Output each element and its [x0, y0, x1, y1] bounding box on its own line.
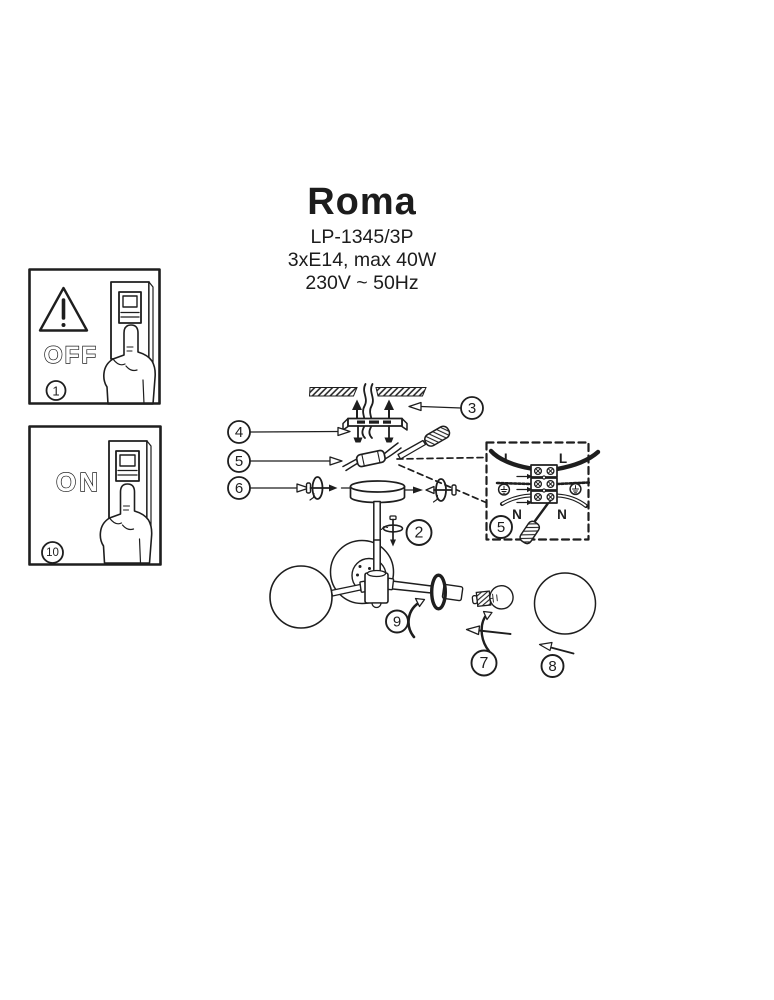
screwdriver-icon-small	[519, 499, 552, 545]
socket-and-ring	[430, 573, 464, 611]
on-panel-border	[28, 425, 162, 566]
light-bulb-icon	[471, 585, 514, 610]
step-number-3: 3	[468, 400, 476, 417]
warning-icon	[38, 286, 89, 332]
product-name: Roma	[307, 181, 417, 223]
step-number-8: 8	[548, 658, 556, 675]
insert-direction-arrows	[516, 473, 533, 506]
step-badge-1: 1	[45, 380, 67, 401]
wiring-detail-box: L L N N	[485, 441, 601, 545]
push-up-arrow-icon	[352, 399, 394, 419]
canopy-screw-right-icon	[404, 478, 457, 503]
step-4-callout: 4	[227, 420, 351, 444]
step-badge-5-detail: 5	[489, 515, 513, 539]
terminal-block	[530, 464, 558, 504]
stem-screw-icon	[380, 515, 404, 547]
step-5-callout: 5	[227, 449, 343, 473]
off-panel-border	[28, 268, 161, 405]
off-label: OFF	[44, 342, 98, 369]
stem-rod-lower	[373, 539, 381, 575]
wire-connector-icon	[342, 442, 402, 472]
step-badge-10: 10	[41, 541, 64, 564]
live-wires	[488, 448, 601, 472]
step-number-9: 9	[393, 614, 401, 631]
power-off-panel: OFF 1	[28, 268, 161, 405]
step-number-2: 2	[415, 525, 424, 542]
step-9-callout: 9	[385, 597, 426, 639]
step-number-6: 6	[235, 480, 243, 497]
terminal-screws	[533, 466, 555, 502]
step-number-5-detail: 5	[497, 519, 505, 536]
glass-shade-left	[269, 565, 333, 629]
live-label-right: L	[559, 451, 567, 466]
neutral-wires	[500, 493, 588, 508]
glass-shade-right	[533, 572, 597, 635]
power-on-panel: ON 10	[28, 425, 162, 566]
product-header: Roma LP-1345/3P 3xE14, max 40W 230V ~ 50…	[212, 182, 512, 295]
step-number-10: 10	[46, 547, 59, 559]
step-8-callout: 8	[538, 641, 575, 678]
bracket-screw-icon	[353, 425, 394, 443]
on-label: ON	[56, 467, 101, 497]
earth-symbol-icon	[497, 482, 582, 496]
screwdriver-icon	[397, 425, 451, 460]
canopy-screw-left-icon	[305, 476, 352, 501]
neutral-label-right: N	[557, 507, 567, 522]
step-badge-2: 2	[405, 519, 433, 546]
step-7-callout: 7	[465, 610, 512, 677]
ceiling-icon	[308, 387, 427, 397]
shade-ring-icon	[430, 573, 448, 611]
neutral-label-left: N	[512, 507, 522, 522]
central-hub	[364, 569, 389, 609]
right-arm	[386, 577, 433, 594]
live-label-left: L	[504, 451, 512, 466]
bulb-spec: 3xE14, max 40W	[287, 249, 437, 271]
power-spec: 230V ~ 50Hz	[305, 272, 419, 294]
step-number-1: 1	[52, 384, 59, 399]
earth-wires	[495, 481, 591, 486]
product-model: LP-1345/3P	[310, 226, 414, 248]
step-3-callout: 3	[408, 396, 484, 420]
mounting-bracket	[342, 399, 408, 443]
step-number-7: 7	[480, 655, 489, 672]
step-6-callout: 6	[227, 476, 310, 500]
canopy-icon	[349, 480, 406, 504]
pointing-hand-icon	[103, 324, 156, 405]
mains-wires	[361, 383, 374, 439]
step-number-4: 4	[235, 424, 243, 441]
step-number-5: 5	[235, 453, 243, 470]
detail-leader-lines	[396, 456, 487, 504]
